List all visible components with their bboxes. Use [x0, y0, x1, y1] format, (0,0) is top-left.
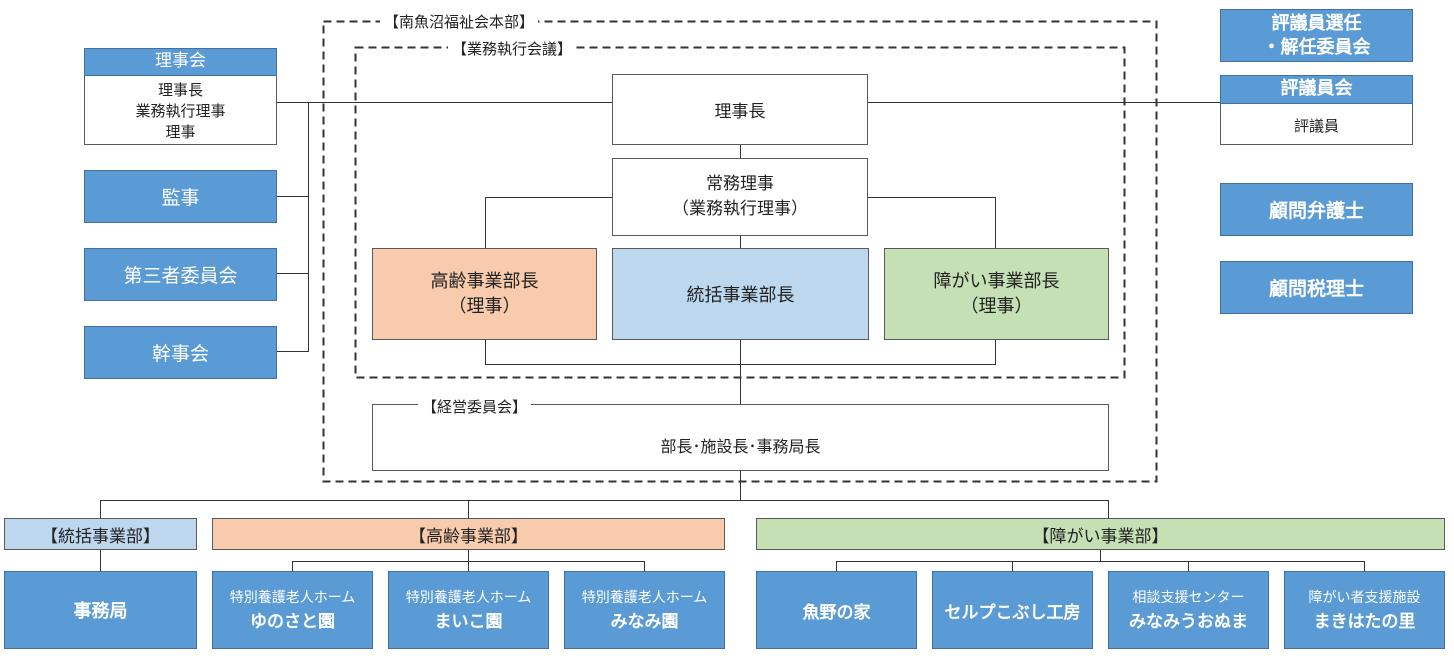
- facility-uono-no-ie: 魚野の家: [756, 571, 917, 649]
- facility-yunosato: 特別養護老人ホーム ゆのさと園: [212, 571, 373, 649]
- facility-maiko: 特別養護老人ホーム まいこ園: [388, 571, 549, 649]
- facility-minami: 特別養護老人ホーム みなみ園: [564, 571, 725, 649]
- disability-head-title: 障がい事業部長: [933, 271, 1060, 292]
- elderly-head-role: （理事）: [448, 296, 521, 317]
- general-division-header: 【統括事業部】: [4, 518, 197, 550]
- facility-makihata-no-sato: 障がい者支援施設 まきはたの里: [1284, 571, 1445, 649]
- chairman-box: 理事長: [612, 74, 868, 145]
- facility-type: 相談支援センター: [1132, 590, 1245, 606]
- hq-label: 【南魚沼福祉会本部】: [380, 11, 539, 32]
- board-exec-director: 業務執行理事: [135, 101, 226, 120]
- councilor-selection-committee-box: 評議員選任 ・解任委員会: [1220, 9, 1413, 62]
- facility-name: まいこ園: [434, 612, 503, 632]
- councilors-body: 評議員: [1293, 116, 1339, 135]
- disability-division-header: 【障がい事業部】: [756, 518, 1445, 550]
- managing-director-role: （業務執行理事）: [672, 199, 808, 219]
- advisory-lawyer-box: 顧問弁護士: [1220, 183, 1413, 236]
- facility-selp-kobushi: セルプこぶし工房: [932, 571, 1093, 649]
- managing-director-box: 常務理事 （業務執行理事）: [612, 158, 868, 236]
- management-committee-label: 【経営委員会】: [418, 396, 532, 417]
- advisory-tax-accountant-box: 顧問税理士: [1220, 261, 1413, 314]
- selection-line-2: ・解任委員会: [1262, 36, 1371, 58]
- elderly-division-head-box: 高齢事業部長 （理事）: [372, 248, 597, 340]
- board-box: 理事会 理事長 業務執行理事 理事: [84, 48, 277, 145]
- councilors-header: 評議員会: [1220, 75, 1413, 104]
- office-box: 事務局: [4, 571, 197, 649]
- elderly-division-header: 【高齢事業部】: [212, 518, 725, 550]
- facility-name: みなみ園: [610, 612, 679, 632]
- facility-type: 特別養護老人ホーム: [405, 590, 532, 606]
- facility-name: まきはたの里: [1313, 612, 1416, 632]
- disability-head-role: （理事）: [960, 296, 1033, 317]
- board-members: 理事長 業務執行理事 理事: [85, 76, 276, 146]
- elderly-head-title: 高齢事業部長: [430, 271, 539, 292]
- facility-name: みなみうおぬま: [1129, 612, 1248, 632]
- general-division-head-box: 統括事業部長: [612, 248, 869, 340]
- secretariat-council-box: 幹事会: [84, 326, 277, 379]
- facility-minamiuonuma: 相談支援センター みなみうおぬま: [1108, 571, 1269, 649]
- board-chairman: 理事長: [157, 80, 203, 99]
- selection-line-1: 評議員選任: [1271, 12, 1362, 34]
- board-header: 理事会: [84, 48, 277, 76]
- disability-division-head-box: 障がい事業部長 （理事）: [884, 248, 1109, 340]
- facility-name: セルプこぶし工房: [944, 602, 1081, 623]
- third-party-committee-box: 第三者委員会: [84, 248, 277, 301]
- facility-name: ゆのさと園: [250, 612, 335, 632]
- facility-type: 特別養護老人ホーム: [229, 590, 356, 606]
- facility-name: 魚野の家: [802, 602, 871, 623]
- councilors-box: 評議員会 評議員: [1220, 75, 1413, 145]
- exec-meeting-label: 【業務執行会議】: [448, 38, 577, 59]
- management-committee-box: 部長･施設長･事務局長: [372, 404, 1109, 471]
- managing-director-title: 常務理事: [706, 174, 774, 194]
- facility-type: 障がい者支援施設: [1308, 590, 1421, 606]
- auditor-box: 監事: [84, 170, 277, 223]
- board-director: 理事: [165, 122, 196, 141]
- facility-type: 特別養護老人ホーム: [581, 590, 708, 606]
